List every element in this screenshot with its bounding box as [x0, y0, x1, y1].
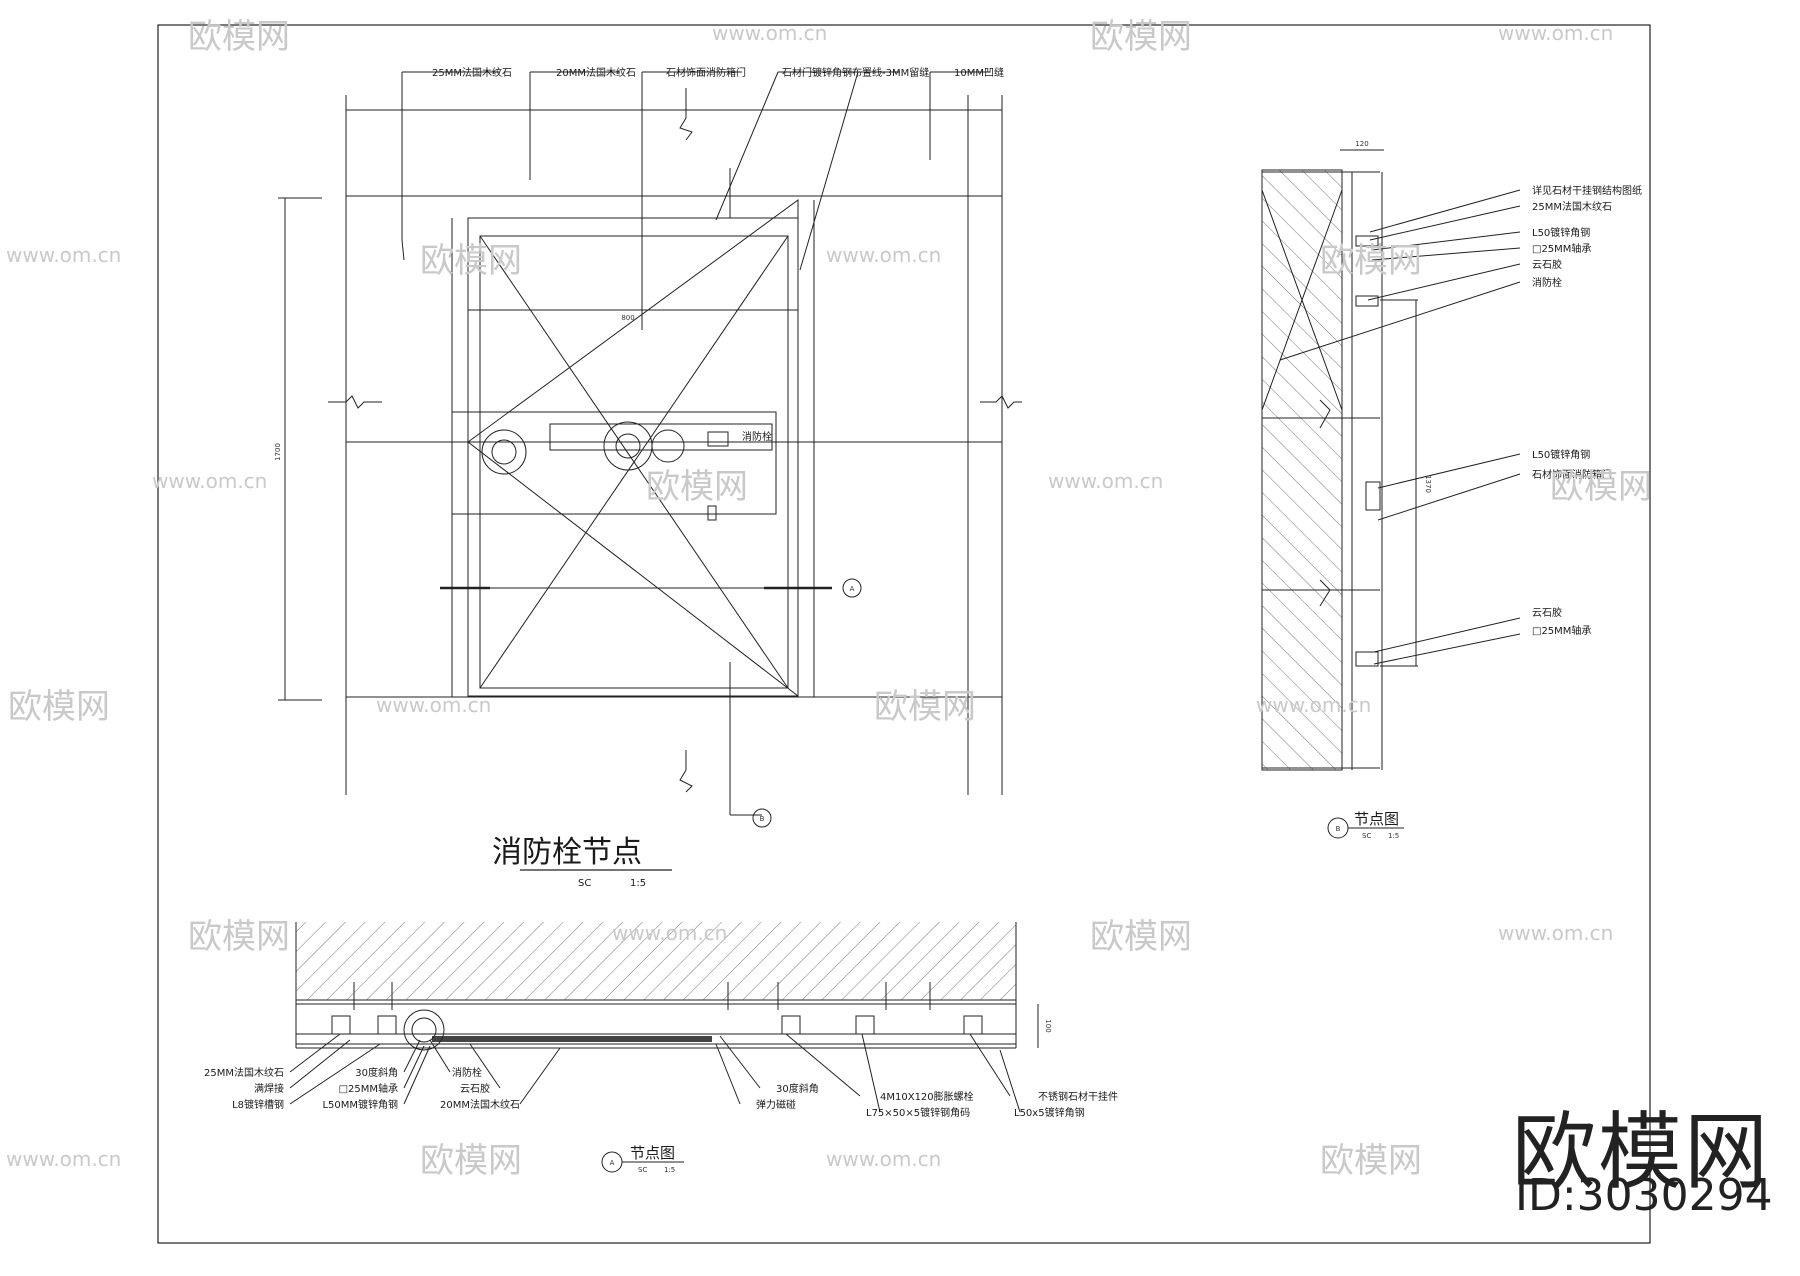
watermark-layer: 欧模网 欧模网 www.om.cn www.om.cn 欧模网 欧模网 www.…: [6, 17, 1652, 1181]
watermark-url: www.om.cn: [1256, 693, 1371, 717]
section-a-callout-5: □25MM轴承: [339, 1082, 398, 1095]
elevation-title: 消防栓节点: [492, 835, 642, 870]
section-b-title: 节点图: [1354, 810, 1399, 828]
section-a-scale: 1:5: [664, 1166, 675, 1174]
watermark-brand: 欧模网: [1550, 467, 1652, 507]
section-a-callout-15: L50x5镀锌角钢: [1014, 1106, 1085, 1119]
watermark-brand: 欧模网: [874, 687, 976, 727]
hydrant-label: 消防栓: [742, 430, 772, 443]
section-a-callout-2: 满焊接: [254, 1082, 284, 1095]
section-b-callout-7: L50镀锌角钢: [1532, 448, 1590, 461]
section-b-top-dim: 120: [1355, 140, 1368, 148]
elevation-title-block: 消防栓节点 SC 1:5: [492, 835, 672, 889]
watermark-brand: 欧模网: [1090, 17, 1192, 57]
callout-25mm-stone: 25MM法国木纹石: [432, 66, 512, 79]
section-a-title: 节点图: [630, 1144, 675, 1162]
section-mark-b: B: [760, 815, 765, 823]
watermark-brand: 欧模网: [1090, 917, 1192, 957]
section-b-scale-prefix: SC: [1362, 832, 1371, 840]
callout-stone-door: 石材饰面消防箱门: [666, 66, 746, 79]
elevation-callouts: 25MM法国木纹石 20MM法国木纹石 石材饰面消防箱门 石材门镀锌角钢布置线-…: [432, 66, 1004, 823]
watermark-url: www.om.cn: [1498, 21, 1613, 45]
section-a-callout-6: L50MM镀锌角钢: [322, 1098, 398, 1111]
watermark-url: www.om.cn: [1498, 921, 1613, 945]
section-a-callout-8: 云石胶: [460, 1082, 490, 1095]
watermark-brand: 欧模网: [420, 241, 522, 281]
watermark-brand: 欧模网: [188, 17, 290, 57]
watermark-url: www.om.cn: [6, 243, 121, 267]
section-a-callout-9: 20MM法国木纹石: [440, 1098, 520, 1111]
watermark-brand: 欧模网: [646, 467, 748, 507]
brand-name: 欧模网: [1512, 1103, 1771, 1201]
section-b-callout-1: 详见石材干挂钢结构图纸: [1532, 184, 1642, 197]
elevation-scale: 1:5: [630, 878, 646, 889]
dim-height: 1700: [274, 443, 282, 461]
section-a-scale-prefix: SC: [638, 1166, 647, 1174]
callout-20mm-stone: 20MM法国木纹石: [556, 66, 636, 79]
watermark-url: www.om.cn: [6, 1147, 121, 1171]
section-b-callout-2: 25MM法国木纹石: [1532, 200, 1612, 213]
watermark-brand: 欧模网: [1320, 1141, 1422, 1181]
sheet-frame: [157, 24, 1651, 1244]
section-b-detail: [1261, 149, 1521, 839]
section-a-callout-10: 30度斜角: [776, 1082, 819, 1095]
section-b-callout-5: 云石胶: [1532, 258, 1562, 271]
watermark-url: www.om.cn: [712, 21, 827, 45]
section-b-scale: 1:5: [1388, 832, 1399, 840]
section-a-callout-1: 25MM法国木纹石: [204, 1066, 284, 1079]
watermark-url: www.om.cn: [826, 243, 941, 267]
section-b-callout-4: □25MM轴承: [1532, 242, 1591, 255]
dim-width: 800: [621, 314, 634, 322]
section-a-detail: [289, 922, 1039, 1173]
watermark-url: www.om.cn: [612, 921, 727, 945]
section-b-marker: B: [1336, 825, 1341, 833]
section-a-side-dim: 100: [1044, 1019, 1052, 1032]
section-a-callout-12: 4M10X120膨胀螺栓: [880, 1090, 974, 1103]
section-a-callout-13: L75×50×5镀锌钢角码: [866, 1106, 970, 1119]
section-b-callout-3: L50镀锌角钢: [1532, 226, 1590, 239]
callout-angle-steel-line: 石材门镀锌角钢布置线-3MM留缝: [782, 66, 929, 79]
section-b-callout-6: 消防栓: [1532, 276, 1562, 289]
hydrant-elevation: [278, 71, 1022, 828]
watermark-brand: 欧模网: [420, 1141, 522, 1181]
section-a-callout-14: 不锈钢石材干挂件: [1038, 1090, 1118, 1103]
section-a-callout-7: 消防栓: [452, 1066, 482, 1079]
section-mark-a: A: [850, 585, 855, 593]
callout-10mm-groove: 10MM凹缝: [954, 66, 1004, 79]
section-a-marker: A: [610, 1159, 615, 1167]
section-b-callout-9: 云石胶: [1532, 606, 1562, 619]
section-b-side-dim: 1370: [1424, 475, 1432, 493]
section-b-callouts: 120 1370 详见石材干挂钢结构图纸 25MM法国木纹石 L50镀锌角钢 □…: [1336, 140, 1642, 840]
section-a-callout-11: 弹力磁碰: [756, 1098, 796, 1111]
watermark-url: www.om.cn: [152, 469, 267, 493]
watermark-brand: 欧模网: [188, 917, 290, 957]
section-a-callout-3: L8镀锌槽钢: [232, 1098, 284, 1111]
section-a-callouts: 100 25MM法国木纹石 满焊接 L8镀锌槽钢 30度斜角 □25MM轴承 L…: [204, 1019, 1118, 1174]
watermark-url: www.om.cn: [376, 693, 491, 717]
elevation-dimensions: 800 1700: [274, 314, 635, 461]
watermark-url: www.om.cn: [826, 1147, 941, 1171]
section-b-callout-8: 石材饰面消防箱门: [1532, 468, 1612, 481]
watermark-brand: 欧模网: [8, 687, 110, 727]
watermark-url: www.om.cn: [1048, 469, 1163, 493]
watermark-brand: 欧模网: [1320, 241, 1422, 281]
elevation-scale-prefix: SC: [578, 878, 591, 889]
section-b-callout-10: □25MM轴承: [1532, 624, 1591, 637]
brand-id: ID:3030294: [1515, 1170, 1773, 1221]
section-a-callout-4: 30度斜角: [355, 1066, 398, 1079]
